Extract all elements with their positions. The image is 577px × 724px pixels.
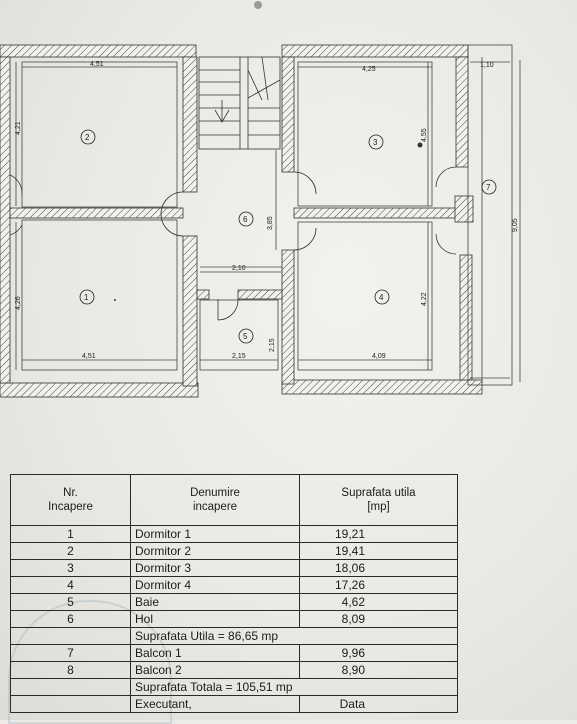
ink-dot: [114, 299, 116, 301]
room-7-number: 7: [486, 183, 491, 192]
pin-mark: [254, 1, 262, 9]
dim-hall-width: 2,10: [232, 265, 246, 272]
room-5-number: 5: [243, 332, 248, 341]
dim-bath-width: 2,15: [232, 353, 246, 360]
dim-left-bottom-height: 4,26: [15, 296, 22, 310]
dim-top-left: 4,51: [90, 61, 104, 68]
dim-bottom-right: 4,09: [372, 353, 386, 360]
dim-left-top-height: 4,21: [15, 121, 22, 135]
dim-top-right: 4,25: [362, 66, 376, 73]
dim-right-bottom-height: 4,22: [421, 292, 428, 306]
dim-bottom-left: 4,51: [82, 353, 96, 360]
walls: [0, 44, 483, 398]
doors: [9, 166, 457, 321]
dim-balcony-height: 9,05: [512, 218, 519, 232]
room-2-number: 2: [85, 133, 90, 142]
room-4-number: 4: [379, 293, 384, 302]
dim-right-top-height: 4,55: [421, 128, 428, 142]
room-markers: [79, 129, 497, 344]
dim-balcony-width: 1,10: [480, 62, 494, 69]
total-row: Suprafata Totala = 105,51 mp: [10, 678, 458, 696]
staircase: [198, 56, 281, 150]
room-3-number: 3: [373, 138, 378, 147]
dim-bath-height: 2,15: [269, 338, 276, 352]
room-6-number: 6: [243, 215, 248, 224]
subtotal-row: Suprafata Utila = 86,65 mp: [10, 627, 458, 645]
footer-row: Executant,Data: [10, 695, 458, 713]
dim-hall-height: 3,85: [267, 216, 274, 230]
header-nr: Nr.Incapere: [10, 474, 131, 526]
ink-mark: [417, 142, 423, 148]
floor-plan: 4,51 4,25 1,10 4,21 4,55 3,85 2,10 9,05 …: [0, 1, 521, 398]
header-area: Suprafata utila[mp]: [299, 474, 458, 526]
room-1-number: 1: [84, 293, 89, 302]
